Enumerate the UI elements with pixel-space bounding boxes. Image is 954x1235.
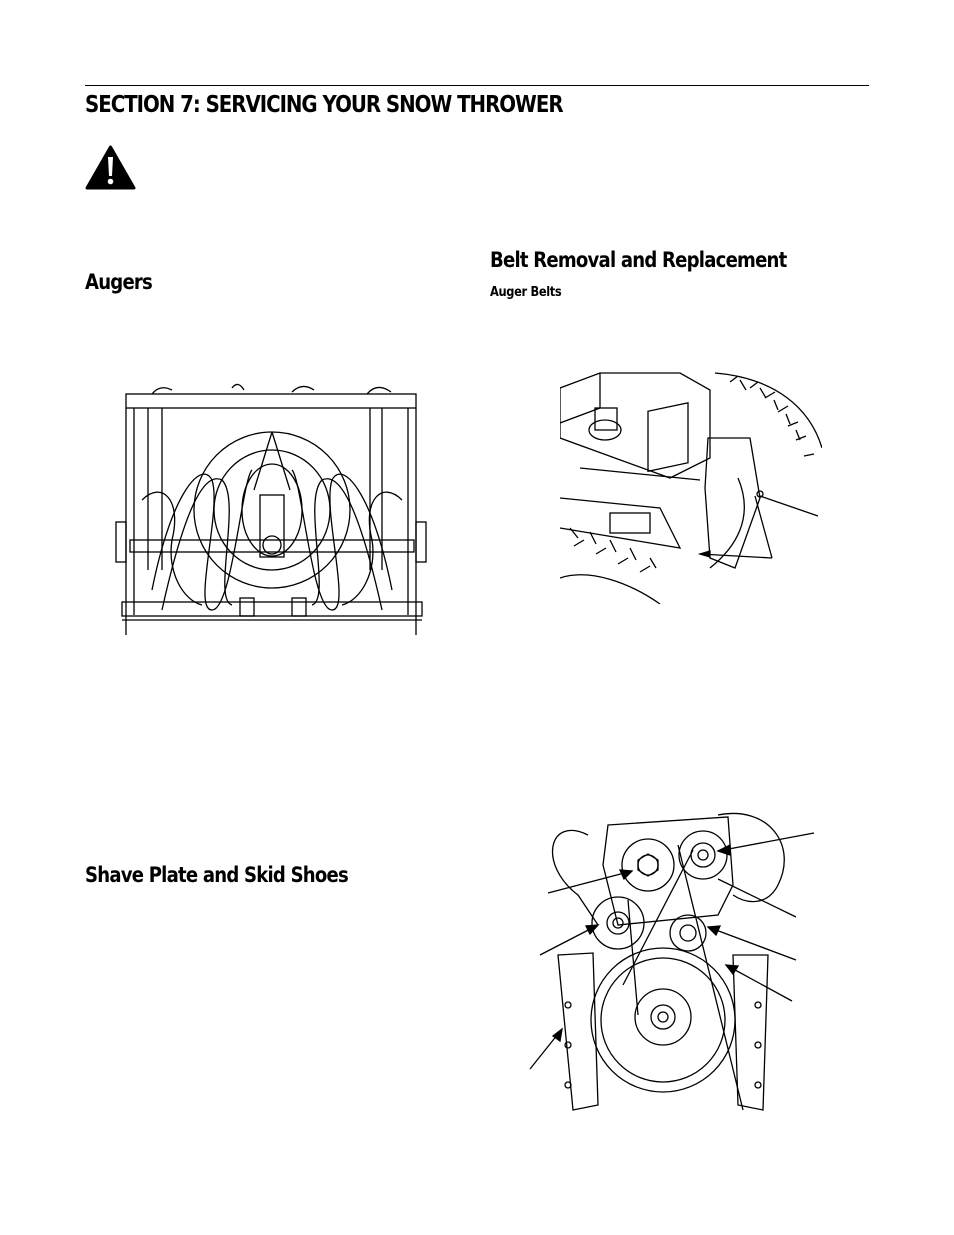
belt-removal-heading: Belt Removal and Replacement [490, 248, 787, 272]
auger-housing-figure [112, 370, 432, 645]
belt-cover-figure [560, 368, 822, 604]
shave-plate-heading: Shave Plate and Skid Shoes [85, 863, 349, 887]
header-rule [85, 85, 869, 86]
warning-triangle-icon [85, 145, 136, 190]
section-title: SECTION 7: SERVICING YOUR SNOW THROWER [85, 92, 564, 118]
auger-belts-subheading: Auger Belts [490, 285, 562, 300]
augers-heading: Augers [85, 270, 153, 294]
pulley-assembly-figure [528, 805, 818, 1123]
